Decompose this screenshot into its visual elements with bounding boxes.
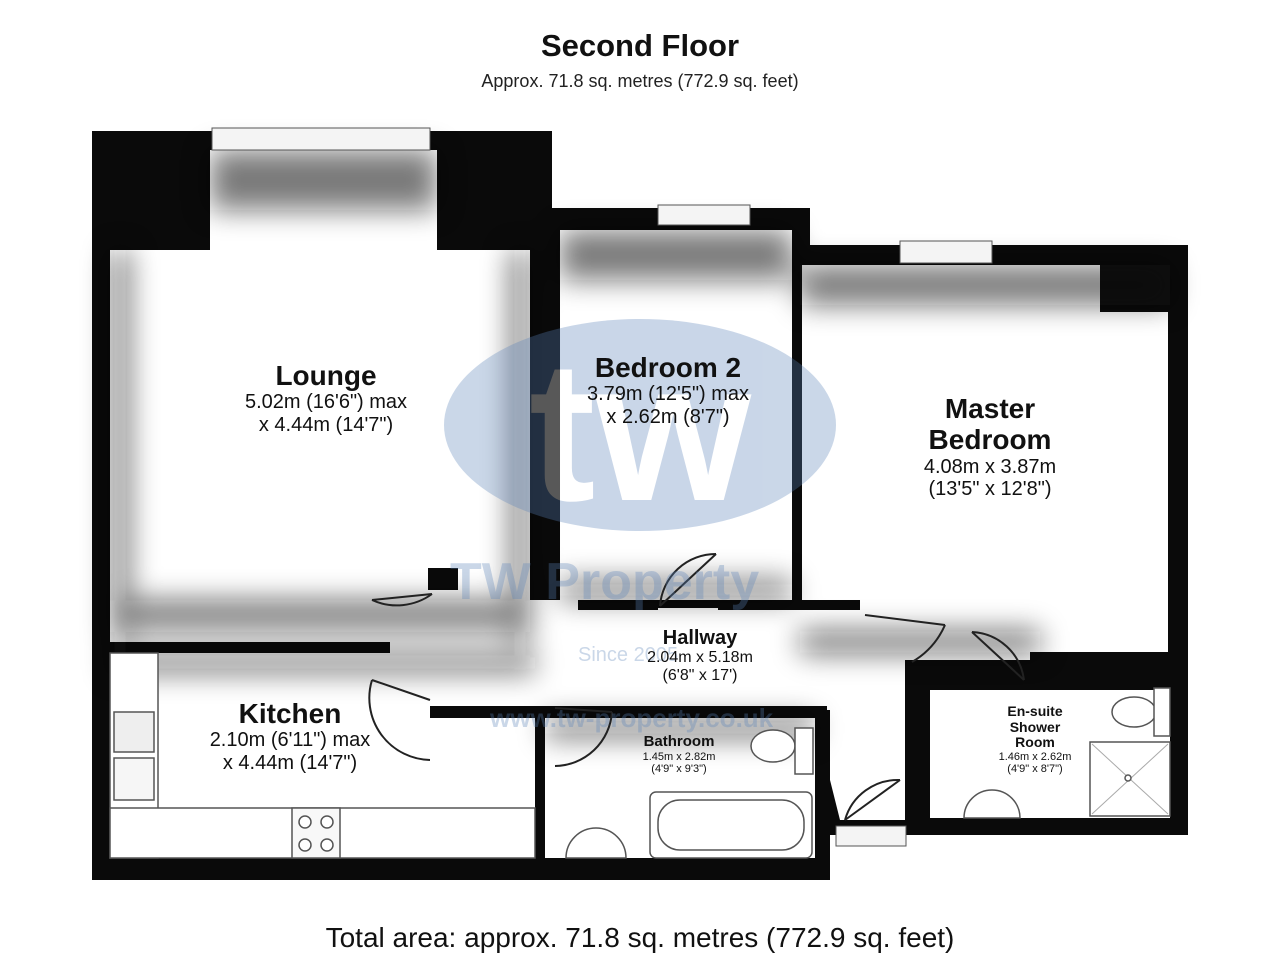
room-dimensions: 1.46m x 2.62m bbox=[998, 751, 1072, 764]
total-area: Total area: approx. 71.8 sq. metres (772… bbox=[325, 922, 955, 953]
watermark-logo-text: tw bbox=[529, 320, 752, 543]
room-dimensions: 4.08m x 3.87m bbox=[923, 455, 1057, 478]
room-dimensions: (4'9" x 9'3") bbox=[651, 763, 707, 776]
room-dimensions: (13'5" x 12'8") bbox=[928, 478, 1052, 501]
room-dimensions: x 4.44m (14'7") bbox=[258, 413, 394, 436]
room-dimensions: (6'8" x 17') bbox=[662, 667, 738, 685]
watermark-tagline: Since 2005 bbox=[578, 644, 679, 666]
kitchen-fittings bbox=[109, 652, 536, 859]
room-name: Lounge bbox=[275, 360, 377, 391]
room-kitchen: Kitchen 2.10m (6'11") max x 4.44m (14'7"… bbox=[170, 698, 410, 774]
room-dimensions: 3.79m (12'5") max bbox=[586, 383, 750, 406]
room-bedroom-2: Bedroom 2 3.79m (12'5") max x 2.62m (8'7… bbox=[548, 352, 788, 428]
page-title: Second Floor bbox=[540, 28, 740, 63]
toilet-icon bbox=[1111, 696, 1157, 728]
room-dimensions: 2.10m (6'11") max bbox=[209, 729, 371, 752]
floor-area-subtitle: Approx. 71.8 sq. metres (772.9 sq. feet) bbox=[481, 71, 799, 91]
room-dimensions: 1.45m x 2.82m bbox=[642, 750, 716, 763]
toilet-icon bbox=[750, 729, 796, 763]
room-dimensions: 5.02m (16'6") max bbox=[244, 391, 408, 414]
room-lounge: Lounge 5.02m (16'6") max x 4.44m (14'7") bbox=[206, 360, 446, 436]
basin-icon bbox=[565, 827, 627, 859]
inner-walls bbox=[110, 230, 1170, 858]
room-bathroom: Bathroom 1.45m x 2.82m (4'9" x 9'3") bbox=[614, 733, 744, 776]
drainer-icon bbox=[113, 711, 155, 753]
room-ensuite-shower-room: En-suite Shower Room 1.46m x 2.62m (4'9"… bbox=[970, 703, 1100, 776]
room-name: Hallway bbox=[662, 627, 738, 649]
room-name: Room bbox=[1015, 734, 1055, 751]
room-name: En-suite bbox=[1007, 703, 1063, 719]
room-name: Kitchen bbox=[238, 698, 342, 729]
room-master-bedroom: Master Bedroom 4.08m x 3.87m (13'5" x 12… bbox=[870, 393, 1110, 501]
ensuite-fittings bbox=[963, 687, 1171, 819]
room-hallway: Hallway 2.04m x 5.18m (6'8" x 17') bbox=[610, 627, 790, 685]
windows bbox=[211, 127, 993, 847]
room-name: Bathroom bbox=[643, 733, 715, 750]
watermark-url: www.tw-property.co.uk bbox=[490, 703, 774, 733]
room-name: Bedroom bbox=[928, 424, 1052, 456]
watermark-logo: tw bbox=[444, 319, 836, 543]
watermark-brand: TW Property bbox=[450, 553, 760, 611]
sink-icon bbox=[113, 757, 155, 801]
hob-icon bbox=[291, 807, 341, 859]
room-name: Master bbox=[944, 393, 1036, 424]
doors bbox=[368, 552, 1025, 821]
room-dimensions: 2.04m x 5.18m bbox=[647, 649, 753, 667]
room-dimensions: x 2.62m (8'7") bbox=[606, 405, 730, 428]
room-dimensions: (4'9" x 8'7") bbox=[1007, 763, 1063, 776]
room-dimensions: x 4.44m (14'7") bbox=[222, 751, 358, 774]
room-name: Shower bbox=[1009, 718, 1061, 735]
bathroom-fittings bbox=[565, 727, 814, 859]
basin-icon bbox=[963, 789, 1021, 819]
room-name: Bedroom 2 bbox=[594, 352, 742, 383]
